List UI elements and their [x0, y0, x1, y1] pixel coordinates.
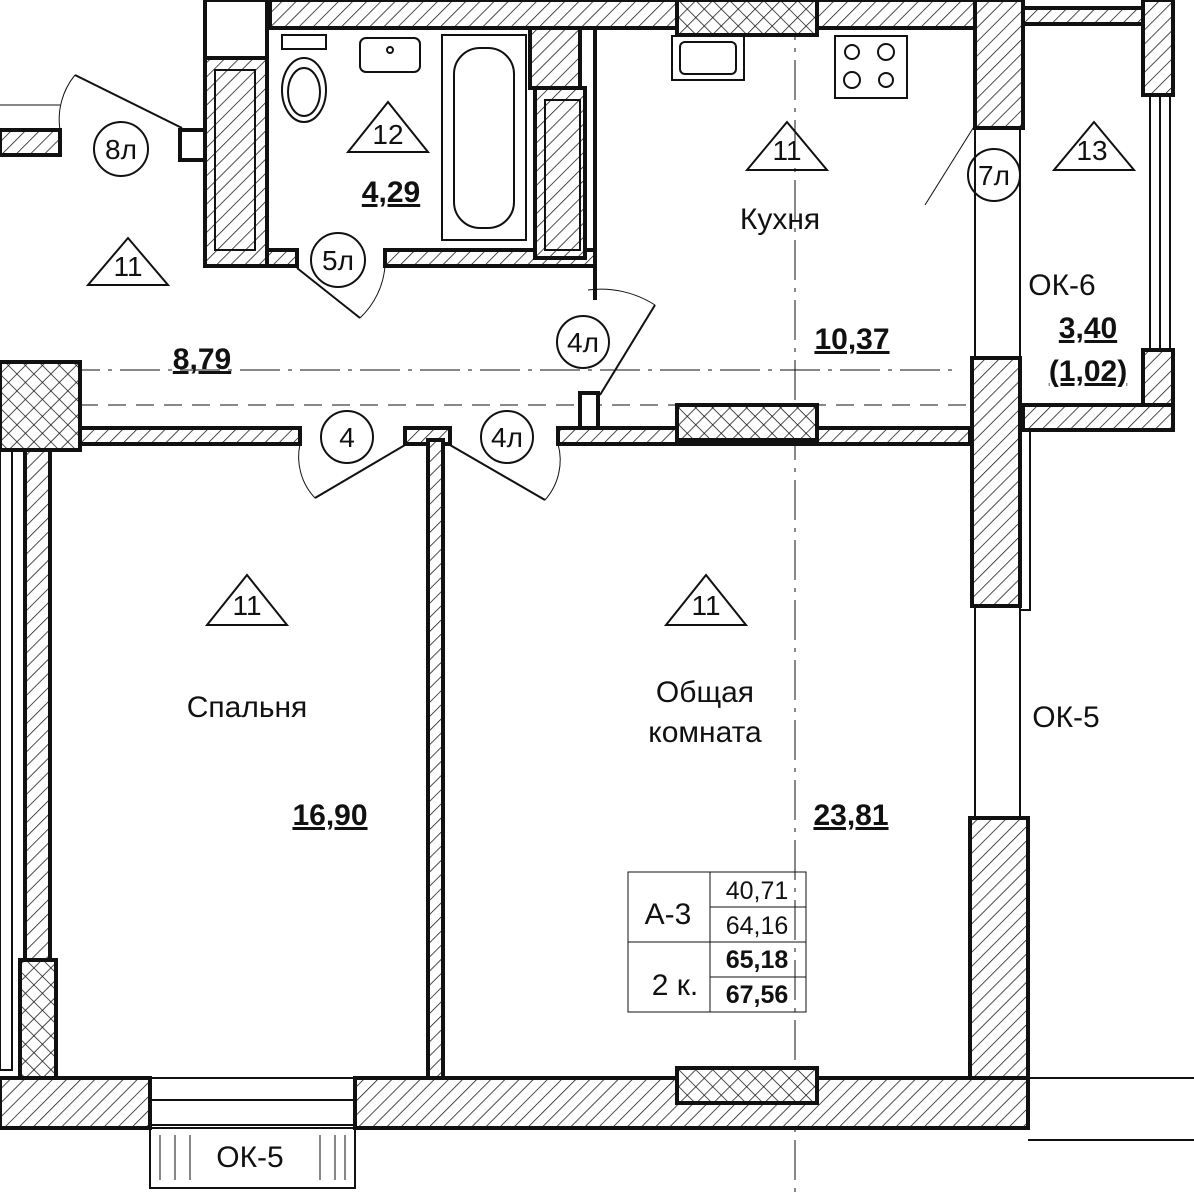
kitchen-sink-icon: [671, 35, 745, 81]
apartment-stamp: А-3 2 к. 40,71 64,16 65,18 67,56: [627, 871, 807, 1013]
stamp-total-area-b: 65,18: [726, 946, 789, 974]
living-label-line2: комната: [648, 716, 762, 749]
bathtub-icon: [441, 34, 527, 241]
stove-icon: [834, 35, 908, 99]
svg-text:4: 4: [339, 422, 355, 453]
bath-area: 4,29: [362, 176, 420, 209]
bedroom-marker: 11: [204, 573, 290, 626]
door-marker-5l: 5л: [310, 232, 366, 288]
svg-text:11: 11: [691, 590, 720, 621]
bottom-window-frame: [149, 1127, 356, 1189]
living-label-line1: Общая: [656, 676, 754, 709]
door-marker-4l: 4л: [480, 410, 534, 464]
svg-text:11: 11: [772, 135, 801, 166]
bath-marker: 12: [345, 100, 431, 153]
svg-text:12: 12: [372, 119, 403, 150]
stamp-total-area: 64,16: [726, 912, 789, 940]
walls: [0, 0, 1194, 1141]
washbasin-icon: [359, 37, 421, 73]
door-marker-8l: 8л: [93, 121, 149, 177]
toilet-icon: [281, 34, 327, 123]
loggia-window-label: ОК-6: [1028, 269, 1096, 302]
stamp-total-area-c: 67,56: [726, 981, 789, 1009]
svg-text:5л: 5л: [322, 245, 354, 276]
stamp-living-area: 40,71: [726, 877, 789, 905]
axis-lines: [0, 0, 1020, 1198]
hall-area: 8,79: [173, 343, 231, 376]
loggia-marker: 13: [1051, 120, 1137, 171]
bedroom-label: Спальня: [187, 691, 308, 724]
loggia-area: 3,40: [1059, 312, 1117, 345]
svg-text:8л: 8л: [105, 134, 137, 165]
svg-text:11: 11: [113, 251, 142, 282]
loggia-area-coef: (1,02): [1049, 355, 1127, 388]
living-area: 23,81: [813, 799, 888, 832]
kitchen-marker: 11: [744, 120, 830, 171]
living-marker: 11: [663, 573, 749, 626]
window-label-bottom: ОК-5: [216, 1141, 284, 1174]
svg-text:7л: 7л: [978, 160, 1010, 191]
door-marker-7l: 7л: [967, 148, 1021, 202]
bedroom-area: 16,90: [292, 799, 367, 832]
kitchen-label: Кухня: [740, 203, 820, 236]
stamp-code: А-3: [645, 898, 692, 931]
hall-marker: 11: [85, 236, 171, 286]
kitchen-area: 10,37: [814, 323, 889, 356]
svg-text:13: 13: [1076, 135, 1107, 166]
stamp-rooms: 2 к.: [652, 969, 698, 1002]
svg-text:4л: 4л: [491, 422, 523, 453]
door-swings: [58, 74, 976, 501]
svg-text:4л: 4л: [567, 327, 599, 358]
door-marker-4: 4: [320, 410, 374, 464]
window-label-right: ОК-5: [1032, 701, 1100, 734]
svg-text:11: 11: [232, 590, 261, 621]
door-marker-4l-top: 4л: [556, 315, 610, 369]
